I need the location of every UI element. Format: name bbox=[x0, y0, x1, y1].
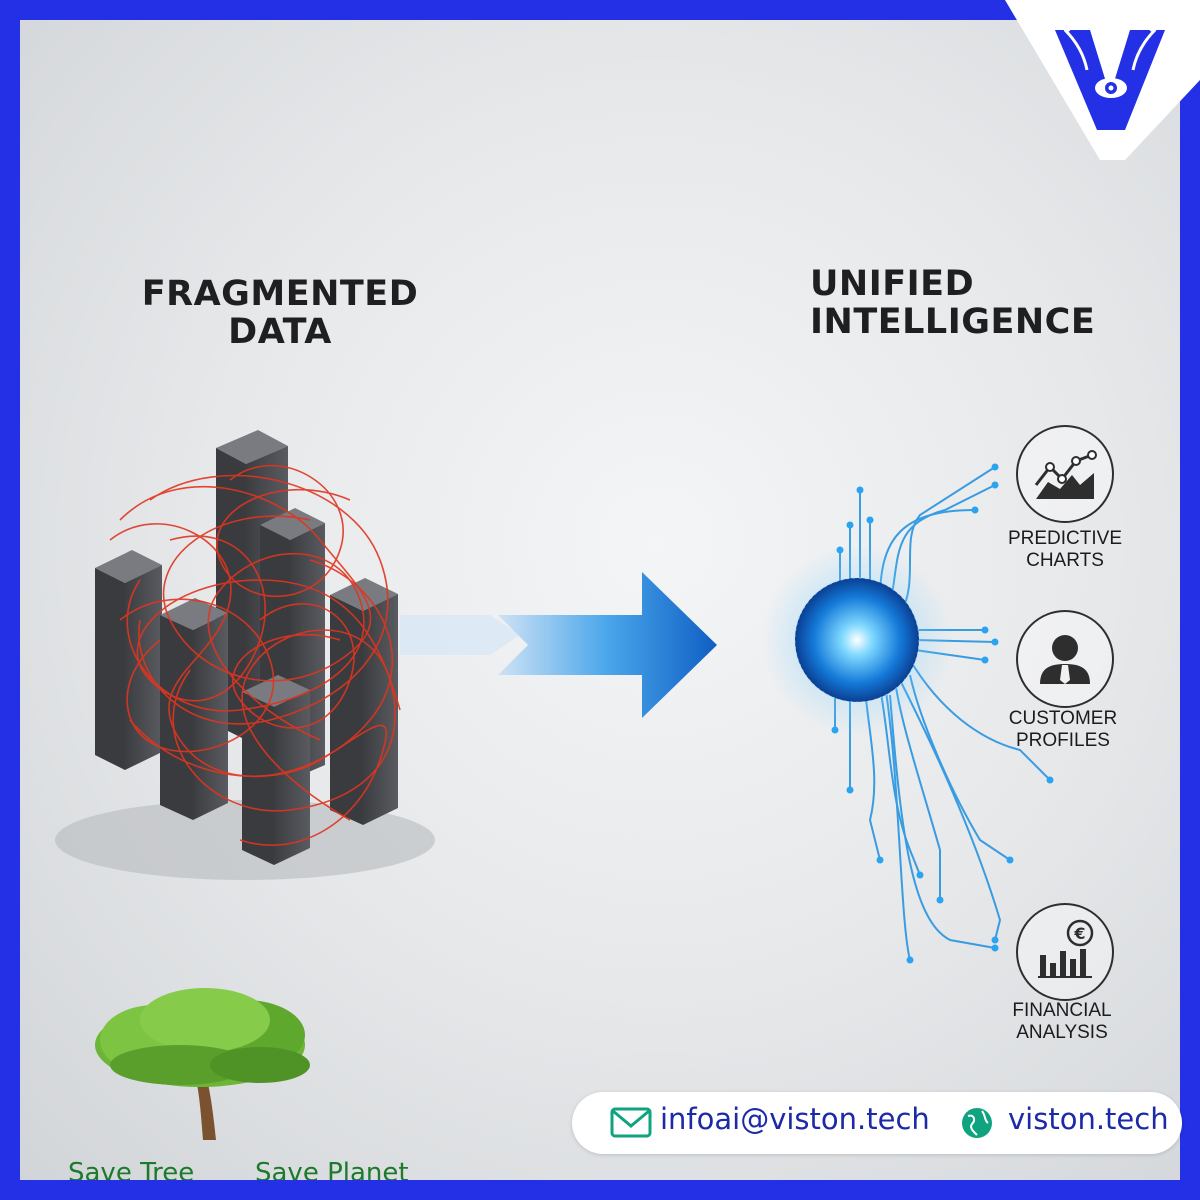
label-line: PREDICTIVE bbox=[1007, 528, 1123, 549]
pillar bbox=[95, 550, 162, 770]
data-pillars bbox=[95, 430, 398, 865]
mail-icon bbox=[610, 1107, 652, 1138]
heading-line: INTELLIGENCE bbox=[810, 302, 1096, 342]
person-icon bbox=[1016, 610, 1114, 708]
save-tree-text: Save Tree bbox=[68, 1158, 195, 1180]
tree-icon bbox=[95, 988, 310, 1140]
heading-line: FRAGMENTED bbox=[141, 274, 419, 314]
svg-text:€: € bbox=[1073, 924, 1085, 943]
pillar bbox=[330, 578, 398, 825]
heading-line: DATA bbox=[228, 312, 332, 352]
label-line: PROFILES bbox=[1016, 730, 1110, 751]
globe-icon bbox=[962, 1108, 992, 1138]
contact-bar: infoai@viston.tech viston.tech bbox=[572, 1092, 1182, 1154]
label-line: CUSTOMER bbox=[1008, 708, 1118, 729]
line-chart-icon bbox=[1016, 425, 1114, 523]
label-line: FINANCIAL bbox=[1012, 1000, 1112, 1021]
main-panel: FRAGMENTED DATA UNIFIED INTELLIGENCE bbox=[20, 20, 1180, 1180]
fragmented-data-heading: FRAGMENTED DATA bbox=[130, 275, 430, 351]
unified-intelligence-heading: UNIFIED INTELLIGENCE bbox=[810, 265, 1140, 341]
email-link[interactable]: infoai@viston.tech bbox=[660, 1102, 930, 1136]
tangled-threads bbox=[109, 464, 401, 846]
contact-icons bbox=[610, 1107, 992, 1138]
save-planet-text: Save Planet bbox=[255, 1158, 409, 1180]
customer-profiles-label: CUSTOMER PROFILES bbox=[983, 708, 1143, 752]
intelligence-orb bbox=[795, 578, 919, 702]
label-line: ANALYSIS bbox=[1016, 1022, 1108, 1043]
predictive-charts-label: PREDICTIVE CHARTS bbox=[985, 528, 1145, 572]
financial-analysis-label: FINANCIAL ANALYSIS bbox=[982, 1000, 1142, 1044]
brand-logo bbox=[1005, 0, 1200, 160]
bar-chart-euro-icon: € bbox=[1016, 903, 1114, 1001]
heading-line: UNIFIED bbox=[810, 264, 975, 304]
pillar bbox=[160, 598, 228, 820]
pillar bbox=[242, 675, 310, 865]
website-link[interactable]: viston.tech bbox=[1008, 1102, 1169, 1136]
label-line: CHARTS bbox=[1026, 550, 1104, 571]
artwork bbox=[55, 430, 1054, 1140]
transform-arrow bbox=[400, 572, 717, 718]
